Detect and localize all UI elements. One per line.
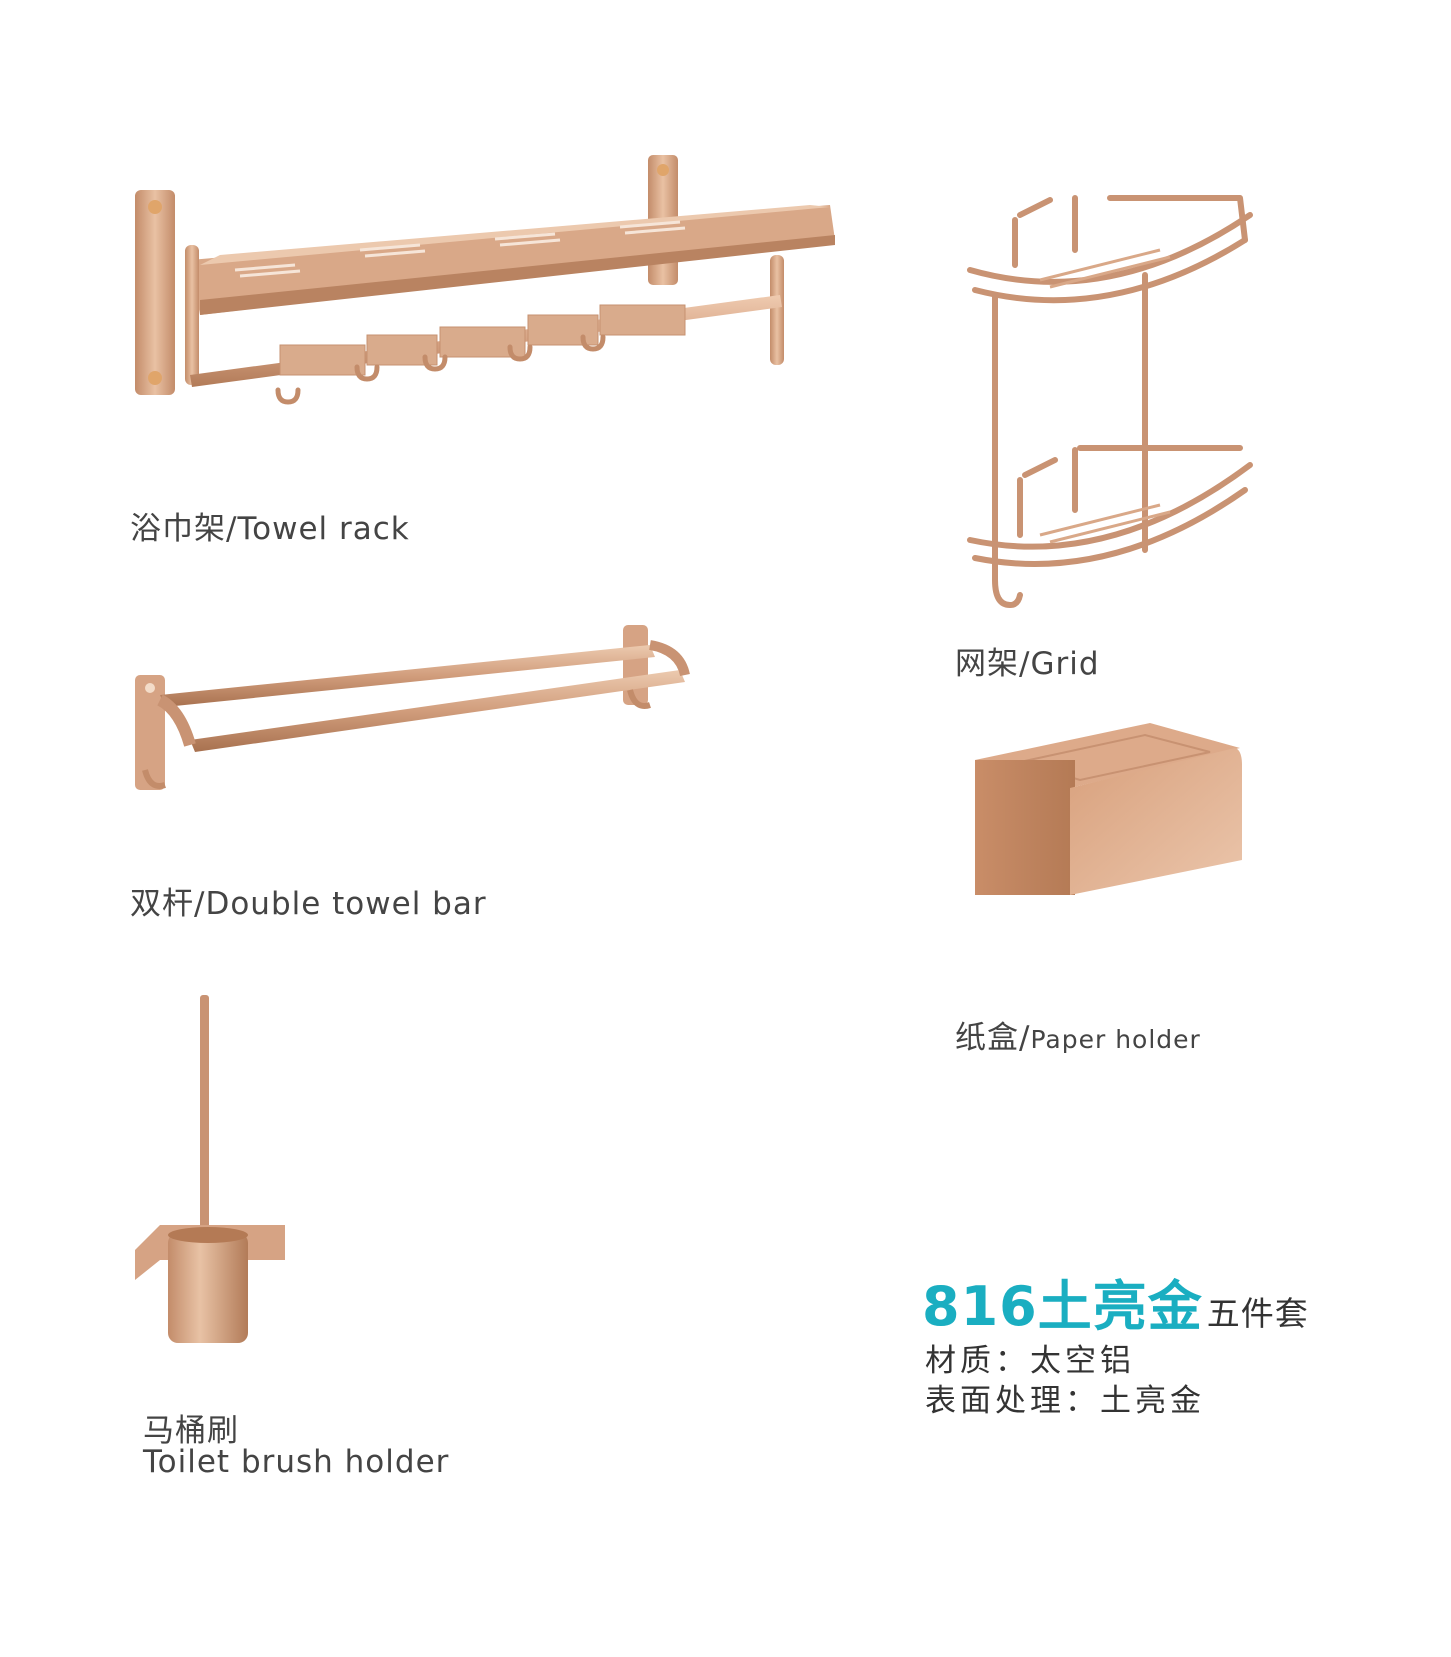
- paper-holder-label: 纸盒/Paper holder: [955, 1020, 1201, 1056]
- set-title: 816土亮金五件套: [922, 1262, 1309, 1341]
- finish-spec: 表面处理：土亮金: [925, 1383, 1205, 1419]
- toilet-brush-holder-label-cn: 马桶刷: [143, 1413, 239, 1449]
- grid-label: 网架/Grid: [955, 646, 1100, 682]
- towel-rack-image: [130, 145, 845, 415]
- grid-label-en: Grid: [1030, 646, 1100, 682]
- set-suffix: 五件套: [1206, 1294, 1309, 1333]
- paper-holder-label-cn: 纸盒: [955, 1020, 1019, 1056]
- paper-holder-image: [970, 720, 1245, 900]
- towel-rack-label: 浴巾架/Towel rack: [130, 511, 410, 547]
- towel-rack-label-cn: 浴巾架: [130, 511, 226, 547]
- grid-shelf-image: [960, 190, 1260, 630]
- double-towel-bar-label-cn: 双杆: [130, 886, 194, 922]
- double-towel-bar-image: [130, 620, 720, 795]
- paper-holder-label-en: Paper holder: [1030, 1025, 1201, 1054]
- double-towel-bar-label: 双杆/Double towel bar: [130, 886, 487, 922]
- double-towel-bar-label-en: Double towel bar: [205, 886, 487, 922]
- toilet-brush-holder-image: [130, 995, 290, 1350]
- material-spec: 材质：太空铝: [925, 1343, 1135, 1379]
- grid-label-cn: 网架: [955, 646, 1019, 682]
- set-model: 816土亮金: [922, 1275, 1203, 1338]
- towel-rack-label-en: Towel rack: [237, 511, 410, 547]
- toilet-brush-holder-label-en: Toilet brush holder: [143, 1444, 450, 1480]
